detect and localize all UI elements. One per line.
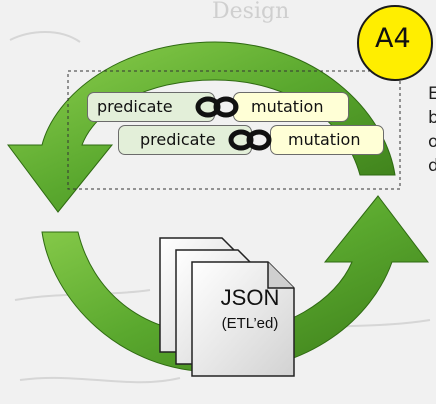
side-text-line: E	[428, 84, 436, 104]
rules-selection-box	[67, 70, 401, 190]
link-chain-icon	[195, 96, 239, 118]
cycle-arrow-bottom	[41, 195, 430, 373]
mutation-box: mutation	[233, 92, 349, 122]
step-badge-label: A4	[375, 23, 411, 54]
side-text-line: d	[428, 156, 436, 176]
link-chain-icon	[228, 129, 272, 151]
file-stack-icon	[159, 237, 295, 377]
mutation-box: mutation	[270, 125, 384, 155]
predicate-label: predicate	[97, 97, 173, 116]
side-text-line: o	[428, 132, 436, 152]
predicate-box: predicate	[87, 92, 215, 122]
json-title: JSON	[220, 285, 280, 310]
mutation-label: mutation	[251, 97, 324, 116]
side-text-line: b	[428, 108, 436, 128]
cycle-arrow-top	[7, 41, 396, 213]
mutation-label: mutation	[288, 130, 361, 149]
step-badge: A4	[357, 5, 433, 81]
json-document-stack	[159, 237, 295, 377]
background-handwriting: Design	[212, 0, 289, 24]
predicate-label: predicate	[140, 130, 216, 149]
json-subtitle: (ETL’ed)	[221, 315, 279, 332]
